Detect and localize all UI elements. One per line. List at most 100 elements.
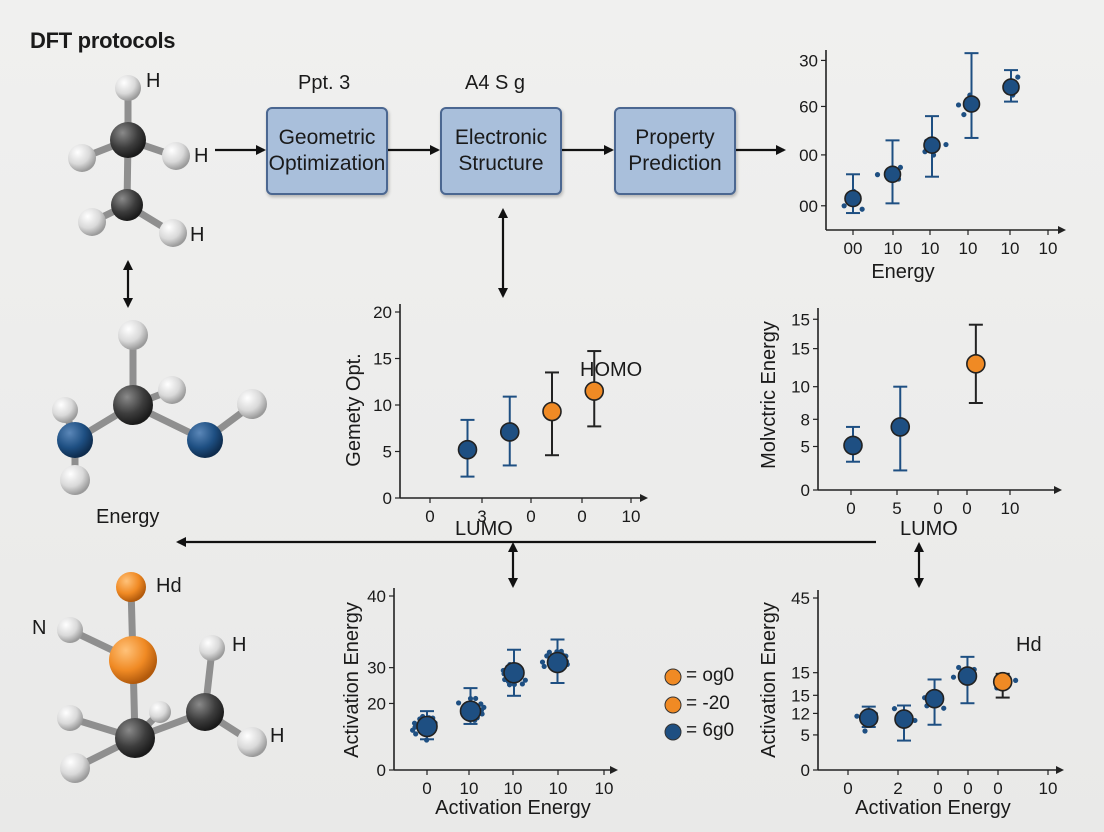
data-point <box>923 136 941 155</box>
x-tick-label: 5 <box>892 499 901 518</box>
x-tick-label: 0 <box>963 779 972 798</box>
data-point <box>924 688 945 709</box>
x-tick-label: 00 <box>844 239 863 258</box>
jitter-dot <box>522 677 528 683</box>
x-tick-label: 10 <box>622 507 641 526</box>
m3-label-h2: H <box>270 725 285 747</box>
data-point <box>459 700 482 722</box>
jitter-dot <box>409 727 416 733</box>
y-axis-title: Molvctric Energy <box>758 321 780 469</box>
y-tick-label: 0 <box>377 761 386 780</box>
m3-label-hd: Hd <box>156 575 182 597</box>
jitter-dot <box>961 111 967 118</box>
data-point <box>416 715 438 738</box>
data-point <box>957 666 978 686</box>
jitter-dot <box>411 720 418 726</box>
jitter-dot <box>950 674 957 680</box>
jitter-dot <box>455 700 462 706</box>
x-tick-label: 2 <box>893 779 902 798</box>
legend-swatch-1 <box>664 668 682 686</box>
x-tick-label: 0 <box>962 499 971 518</box>
jitter-dot <box>862 728 868 734</box>
jitter-dot <box>874 172 881 178</box>
jitter-dot <box>891 706 898 712</box>
y-tick-label: 30 <box>367 659 386 678</box>
y-tick-label: 15 <box>791 686 810 705</box>
y-tick-label: 12 <box>791 704 810 723</box>
x-axis-arrowhead <box>1054 486 1062 494</box>
data-point <box>843 435 863 456</box>
x-tick-label: 0 <box>577 507 586 526</box>
jitter-dot <box>841 203 847 209</box>
jitter-dot <box>424 737 430 743</box>
step-geometric-optimization: Geometric Optimization <box>266 107 388 195</box>
jitter-dot <box>541 663 547 670</box>
m1-label-3: H <box>190 224 205 246</box>
y-axis-title: Gemety Opt. <box>343 353 365 466</box>
y-tick-label: 40 <box>367 587 386 606</box>
y-axis-title: Activation Energy <box>758 602 780 758</box>
jitter-dot <box>481 704 487 710</box>
data-point <box>542 401 562 422</box>
step-header-1: Ppt. 3 <box>298 72 351 94</box>
x-axis-arrowhead <box>1058 226 1066 234</box>
molecule-middle-left <box>52 320 267 495</box>
x-tick-label: 0 <box>846 499 855 518</box>
molecule-bottom-left <box>57 572 267 783</box>
y-tick-label: 30 <box>799 51 818 70</box>
jitter-dot <box>539 659 546 665</box>
x-tick-label: 0 <box>425 507 434 526</box>
y-tick-label: 20 <box>367 694 386 713</box>
data-point <box>584 381 605 401</box>
data-point <box>503 661 525 684</box>
m2-energy-label: Energy <box>96 506 160 528</box>
x-tick-label: 10 <box>460 779 479 798</box>
step-electronic-structure: Electronic Structure <box>440 107 562 195</box>
x-tick-label: 10 <box>959 239 978 258</box>
x-tick-label: 10 <box>1001 239 1020 258</box>
x-tick-label: 10 <box>504 779 523 798</box>
y-tick-label: 15 <box>791 340 810 359</box>
x-axis-title: Activation Energy <box>855 797 1011 819</box>
step-label-1: Geometric Optimization <box>268 125 386 175</box>
x-tick-label: 3 <box>477 507 486 526</box>
step-label-2: Electronic Structure <box>454 125 548 175</box>
jitter-dot <box>941 705 947 711</box>
lumo-label-left: LUMO <box>455 518 513 540</box>
x-tick-label: 10 <box>884 239 903 258</box>
x-axis-arrowhead <box>1056 766 1064 774</box>
x-tick-label: 10 <box>595 779 614 798</box>
m1-label-2: H <box>194 145 209 167</box>
x-axis-arrowhead <box>610 766 618 774</box>
y-tick-label: 15 <box>791 664 810 683</box>
y-tick-label: 0 <box>801 761 810 780</box>
x-axis-title: Energy <box>871 261 934 283</box>
step-label-3: Property Prediction <box>628 125 722 175</box>
data-point <box>844 189 862 208</box>
jitter-dot <box>859 206 865 212</box>
legend-label-3: = 6g0 <box>686 720 735 741</box>
chart-annotation: HOMO <box>580 359 642 381</box>
y-tick-label: 15 <box>373 350 392 369</box>
legend-label-1: = og0 <box>686 665 735 686</box>
y-tick-label: 20 <box>373 303 392 322</box>
y-tick-label: 8 <box>801 410 810 429</box>
data-point <box>966 354 986 374</box>
y-tick-label: 5 <box>801 726 810 745</box>
y-axis-title: Activation Energy <box>341 602 363 758</box>
jitter-dot <box>473 695 479 702</box>
jitter-dot <box>956 664 962 671</box>
chart-annotation: Hd <box>1016 634 1042 656</box>
x-axis-title: Activation Energy <box>435 797 591 819</box>
step-property-prediction: Property Prediction <box>614 107 736 195</box>
x-tick-label: 0 <box>526 507 535 526</box>
jitter-dot <box>413 731 419 737</box>
y-tick-label: 15 <box>791 310 810 329</box>
data-point <box>894 709 914 729</box>
m3-label-h1: H <box>232 634 247 656</box>
data-point <box>890 417 911 437</box>
